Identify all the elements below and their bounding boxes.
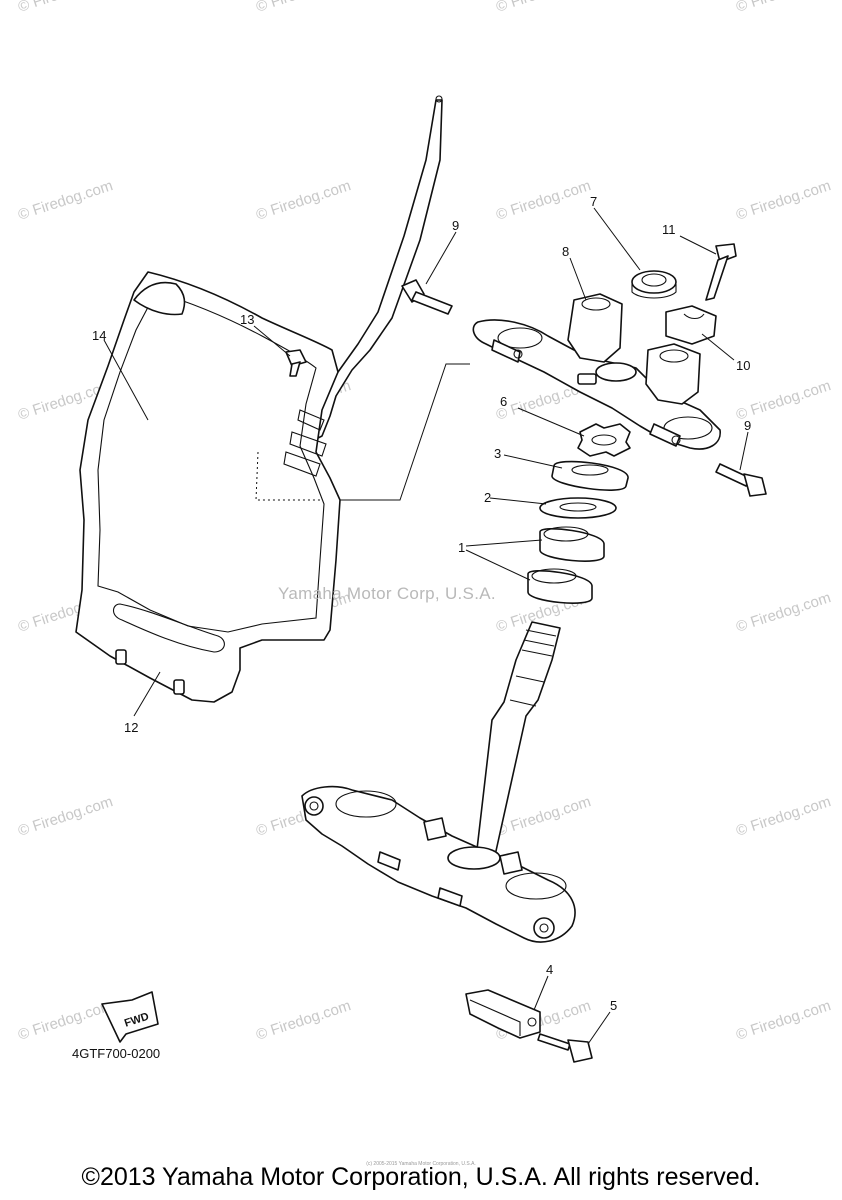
- under-bracket-drawing: [301, 785, 576, 943]
- callout-12: 12: [124, 720, 138, 735]
- callout-8: 8: [562, 244, 569, 259]
- leader-lines: [103, 207, 749, 1045]
- watermark-text: © Firedog.com: [494, 0, 593, 16]
- copyright-notice: ©2013 Yamaha Motor Corporation, U.S.A. A…: [81, 1163, 761, 1191]
- cap-drawing: [631, 270, 677, 299]
- watermark-text: © Firedog.com: [254, 0, 353, 16]
- bolt-9-lower-drawing: [715, 463, 767, 497]
- bolt-11-drawing: [705, 243, 737, 301]
- callout-4: 4: [546, 962, 553, 977]
- bolt-9-upper-drawing: [401, 279, 453, 315]
- bolt-13-drawing: [285, 349, 307, 377]
- number-plate-drawing: [75, 95, 470, 703]
- watermark-text: © Firedog.com: [16, 0, 115, 16]
- watermark-text: © Firedog.com: [16, 997, 115, 1044]
- watermark-text: © Firedog.com: [734, 377, 833, 424]
- callout-13: 13: [240, 312, 254, 327]
- callout-3: 3: [494, 446, 501, 461]
- fwd-arrow-icon: FWD: [101, 991, 159, 1043]
- callout-7: 7: [590, 194, 597, 209]
- callout-11: 11: [662, 222, 676, 237]
- watermark-text: © Firedog.com: [734, 793, 833, 840]
- ring-nut-drawing: [577, 423, 631, 457]
- watermark-text: © Firedog.com: [734, 589, 833, 636]
- watermark-text: © Firedog.com: [16, 793, 115, 840]
- holder-cap-drawing: [665, 305, 717, 345]
- watermark-text: © Firedog.com: [734, 177, 833, 224]
- center-watermark: Yamaha Motor Corp, U.S.A.: [278, 584, 496, 603]
- bearing-upper-drawing: [539, 526, 605, 562]
- callout-14: 14: [92, 328, 106, 343]
- bolt-5-drawing: [537, 1033, 593, 1063]
- callout-6: 6: [500, 394, 507, 409]
- fine-print: (c) 2005-2015 Yamaha Motor Corporation, …: [366, 1161, 476, 1167]
- callout-10: 10: [736, 358, 750, 373]
- callout-9-upper: 9: [452, 218, 459, 233]
- stopper-drawing: [465, 989, 541, 1039]
- diagram-code: 4GTF700-0200: [72, 1046, 161, 1061]
- watermark-text: © Firedog.com: [734, 997, 833, 1044]
- watermark-text: © Firedog.com: [494, 177, 593, 224]
- bearing-lower-drawing: [527, 568, 593, 604]
- callout-5: 5: [610, 998, 617, 1013]
- watermark-text: © Firedog.com: [734, 0, 833, 16]
- watermark-text: © Firedog.com: [16, 177, 115, 224]
- washer-drawing: [539, 497, 617, 519]
- watermark-text: © Firedog.com: [254, 997, 353, 1044]
- seal-drawing: [551, 460, 629, 491]
- callout-2: 2: [484, 490, 491, 505]
- watermark-text: © Firedog.com: [494, 793, 593, 840]
- steering-stem-drawing: [475, 621, 561, 861]
- callout-1: 1: [458, 540, 465, 555]
- callout-9-lower: 9: [744, 418, 751, 433]
- upper-bracket-drawing: [472, 293, 721, 450]
- watermark-text: © Firedog.com: [254, 177, 353, 224]
